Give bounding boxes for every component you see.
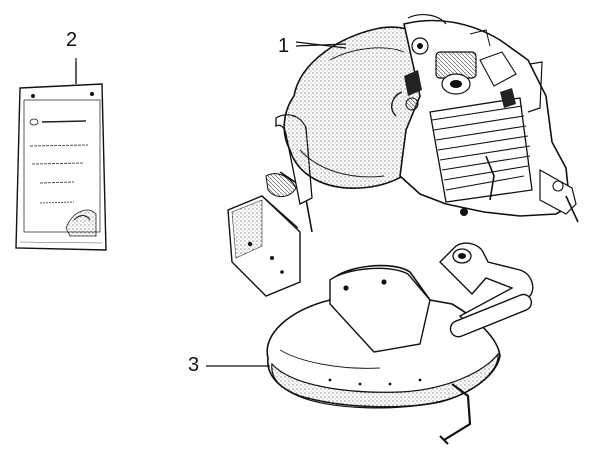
leader-line-1	[295, 43, 347, 47]
callout-2: 2	[66, 29, 78, 51]
engine-assembly	[227, 14, 579, 297]
manual-card	[15, 62, 107, 251]
muffler-assembly	[266, 242, 534, 445]
callout-1: 1	[278, 35, 290, 57]
callout-3: 3	[188, 354, 200, 376]
